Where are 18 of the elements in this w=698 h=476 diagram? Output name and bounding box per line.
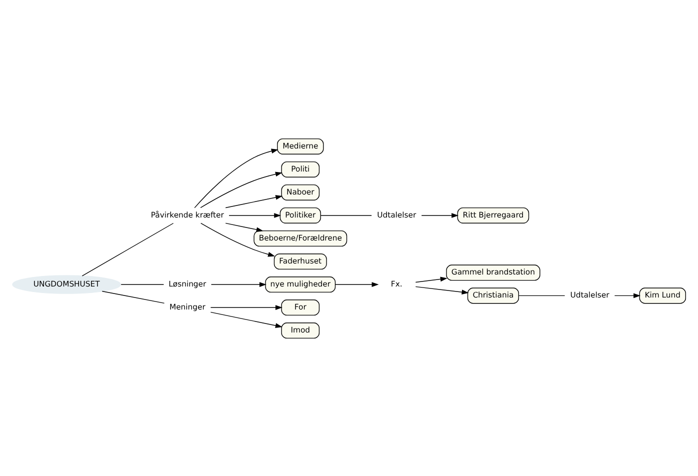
arrow <box>421 212 459 218</box>
arrow <box>194 148 278 208</box>
arrow <box>200 171 282 208</box>
arrow <box>415 286 469 294</box>
arrow <box>415 276 448 282</box>
arrow <box>225 222 264 232</box>
connector <box>82 222 174 276</box>
arrow <box>334 282 379 286</box>
arrow <box>200 222 276 256</box>
arrow <box>228 212 282 218</box>
arrow <box>225 194 283 208</box>
arrow <box>614 292 640 298</box>
arrow <box>210 304 282 310</box>
arrow <box>210 282 266 286</box>
connector <box>518 294 566 296</box>
connector <box>102 290 165 304</box>
connector <box>320 214 372 216</box>
arrow <box>210 311 282 328</box>
